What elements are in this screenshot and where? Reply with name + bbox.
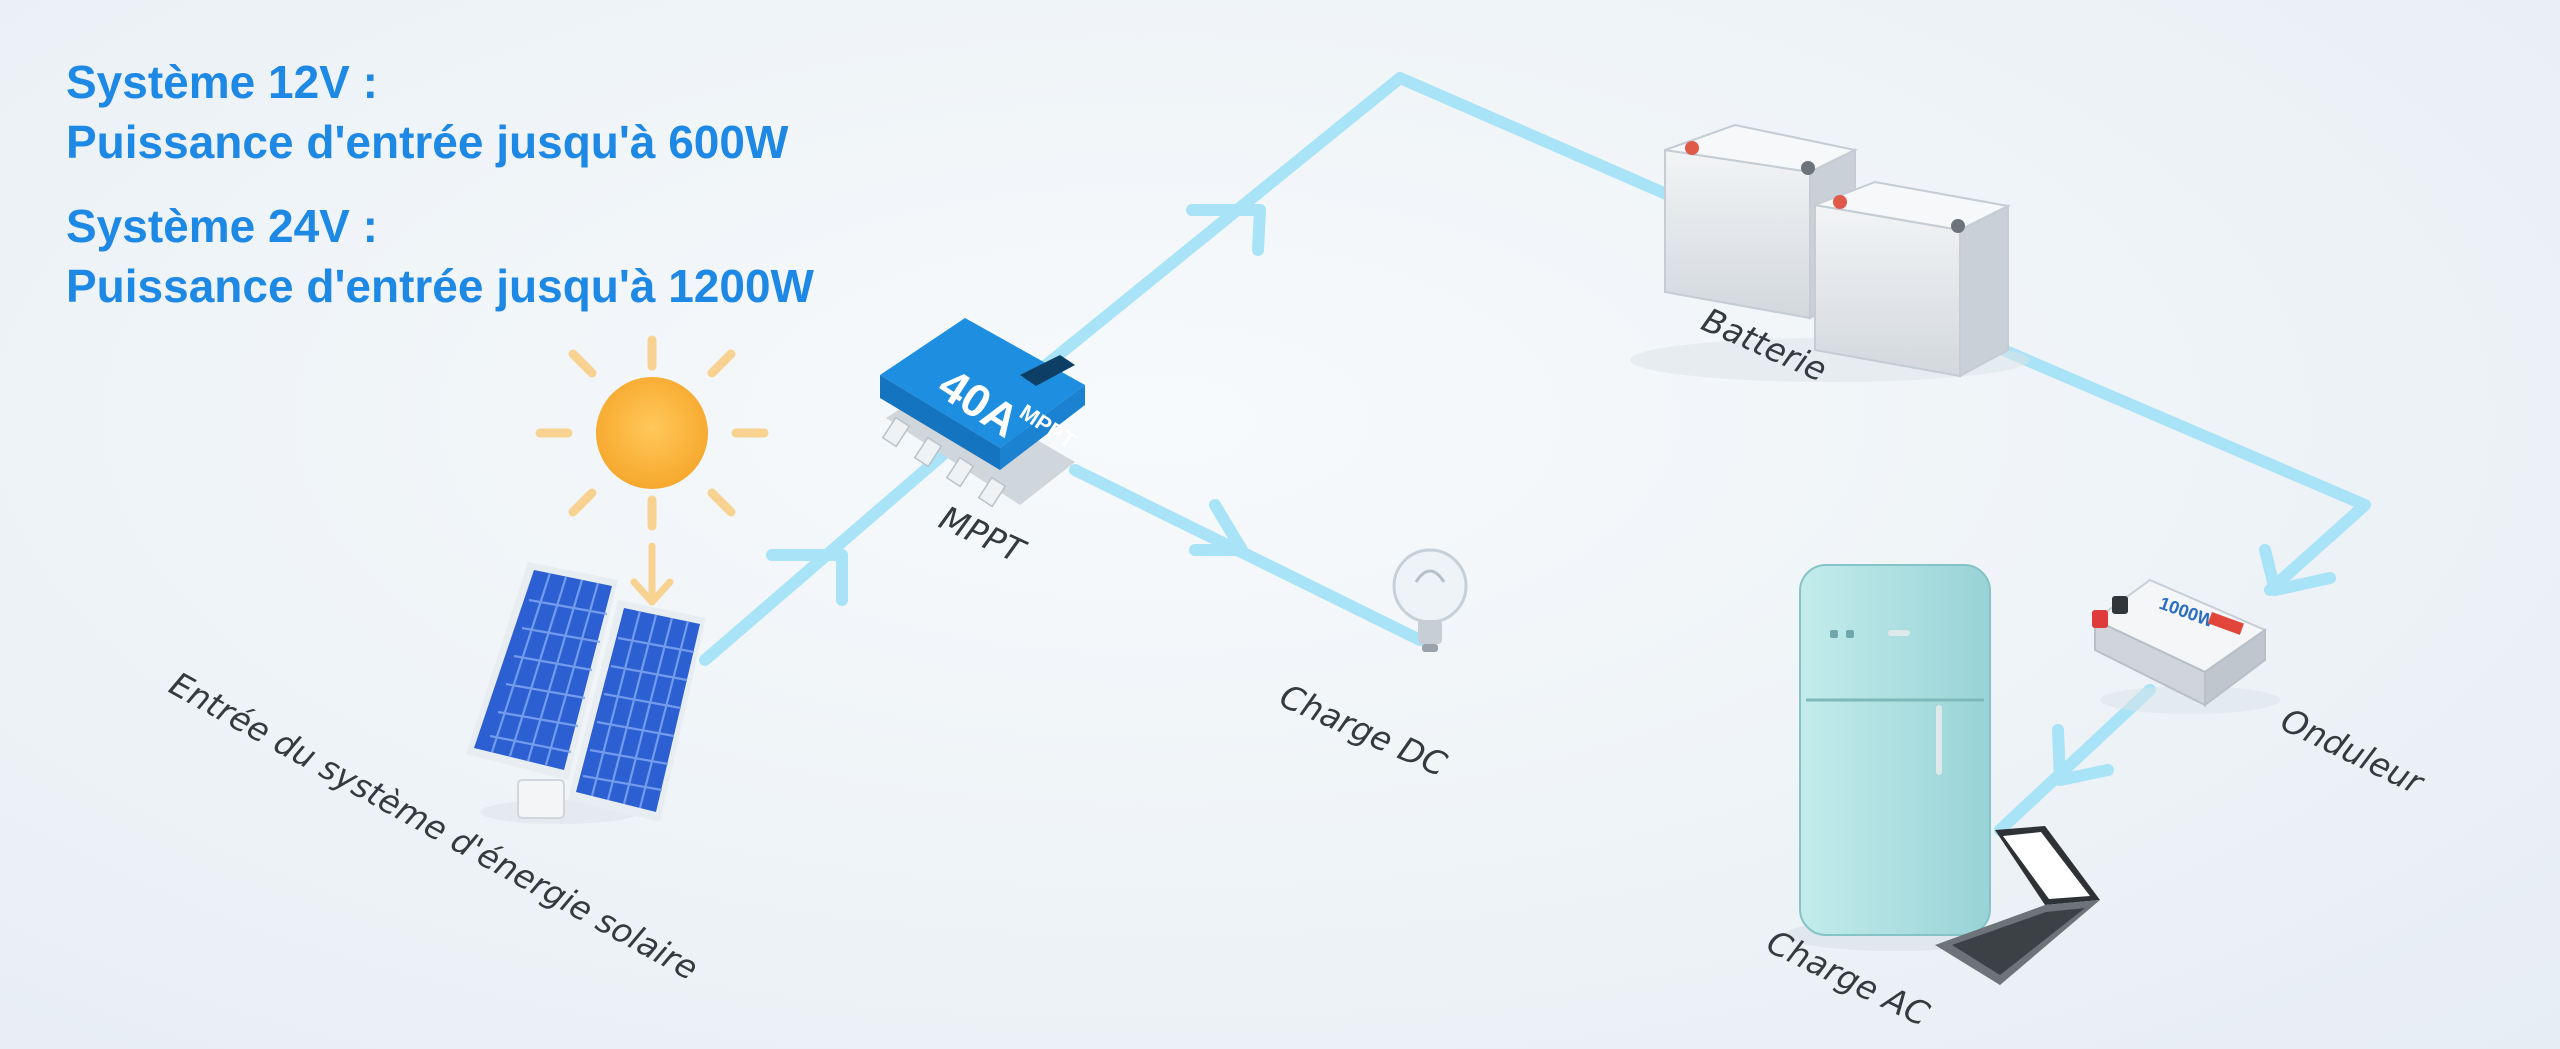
charge-controller-icon: 40A MPPT <box>880 318 1085 508</box>
flow-lines <box>699 72 2371 836</box>
arrow-mppt-to-dc-load <box>1189 499 1248 556</box>
arrow-inverter-to-ac-load <box>2052 724 2114 786</box>
refrigerator-icon <box>1785 564 2005 951</box>
headline-12v: Système 12V : Puissance d'entrée jusqu'à… <box>66 52 788 172</box>
headline-12v-title: Système 12V : <box>66 56 378 108</box>
sun-icon <box>535 335 769 606</box>
laptop-icon <box>1935 826 2100 985</box>
flow-line-mppt-to-battery <box>1034 72 1686 376</box>
headline-24v-title: Système 24V : <box>66 200 378 252</box>
headline-24v-detail: Puissance d'entrée jusqu'à 1200W <box>66 260 814 312</box>
flow-line-mppt-to-dc-load <box>1069 464 1426 646</box>
arrow-solar-to-mppt <box>766 549 848 606</box>
flow-line-battery-to-inverter <box>1974 334 2371 596</box>
arrow-battery-to-inverter <box>2259 544 2336 596</box>
solar-panel-icon <box>466 562 706 824</box>
inverter-icon: 1000W <box>2092 578 2280 714</box>
light-bulb-icon <box>1392 548 1468 652</box>
arrow-mppt-to-battery <box>1186 204 1266 256</box>
headline-12v-detail: Puissance d'entrée jusqu'à 600W <box>66 116 789 168</box>
flow-line-inverter-to-ac-load <box>1994 684 2156 836</box>
headline-24v: Système 24V : Puissance d'entrée jusqu'à… <box>66 196 814 316</box>
flow-arrows <box>766 204 2336 786</box>
battery-icon <box>1630 123 2030 382</box>
